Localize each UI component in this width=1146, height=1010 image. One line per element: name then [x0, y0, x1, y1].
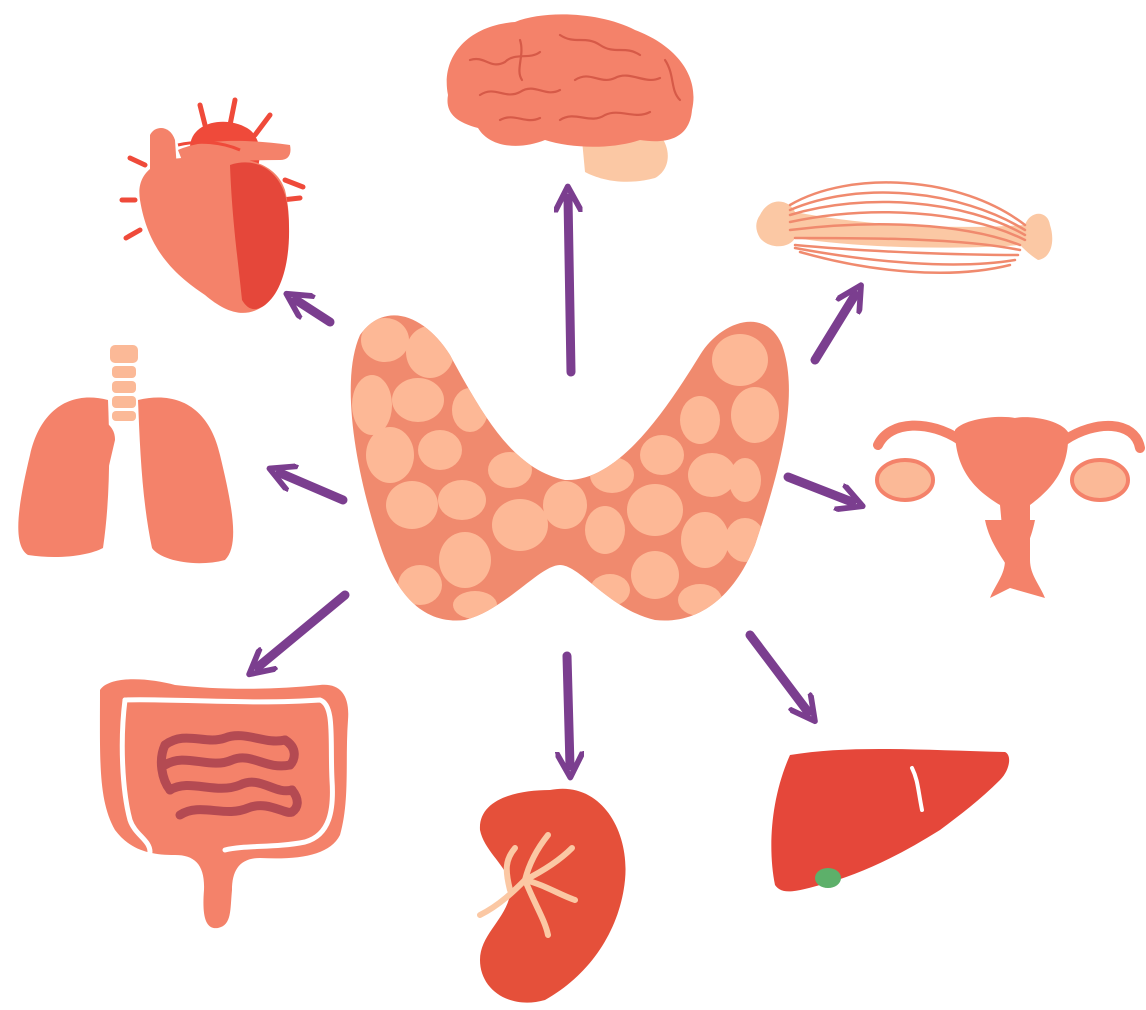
arrow-to-muscle: [815, 295, 855, 360]
liver-icon: [771, 749, 1009, 891]
arrow-to-uterus: [788, 477, 852, 502]
muscle-icon: [756, 182, 1052, 272]
intestine-icon: [100, 679, 348, 928]
brain-icon: [447, 14, 694, 181]
uterus-icon: [877, 417, 1140, 598]
lungs-icon: [18, 345, 233, 563]
arrow-to-lungs: [280, 473, 343, 500]
arrow-to-kidney: [567, 656, 570, 766]
kidney-icon: [480, 789, 626, 1003]
arrow-to-liver: [750, 635, 808, 712]
arrow-to-brain: [568, 198, 571, 372]
arrow-to-intestine: [258, 595, 345, 667]
heart-icon: [122, 100, 303, 313]
arrow-to-heart: [296, 300, 330, 322]
